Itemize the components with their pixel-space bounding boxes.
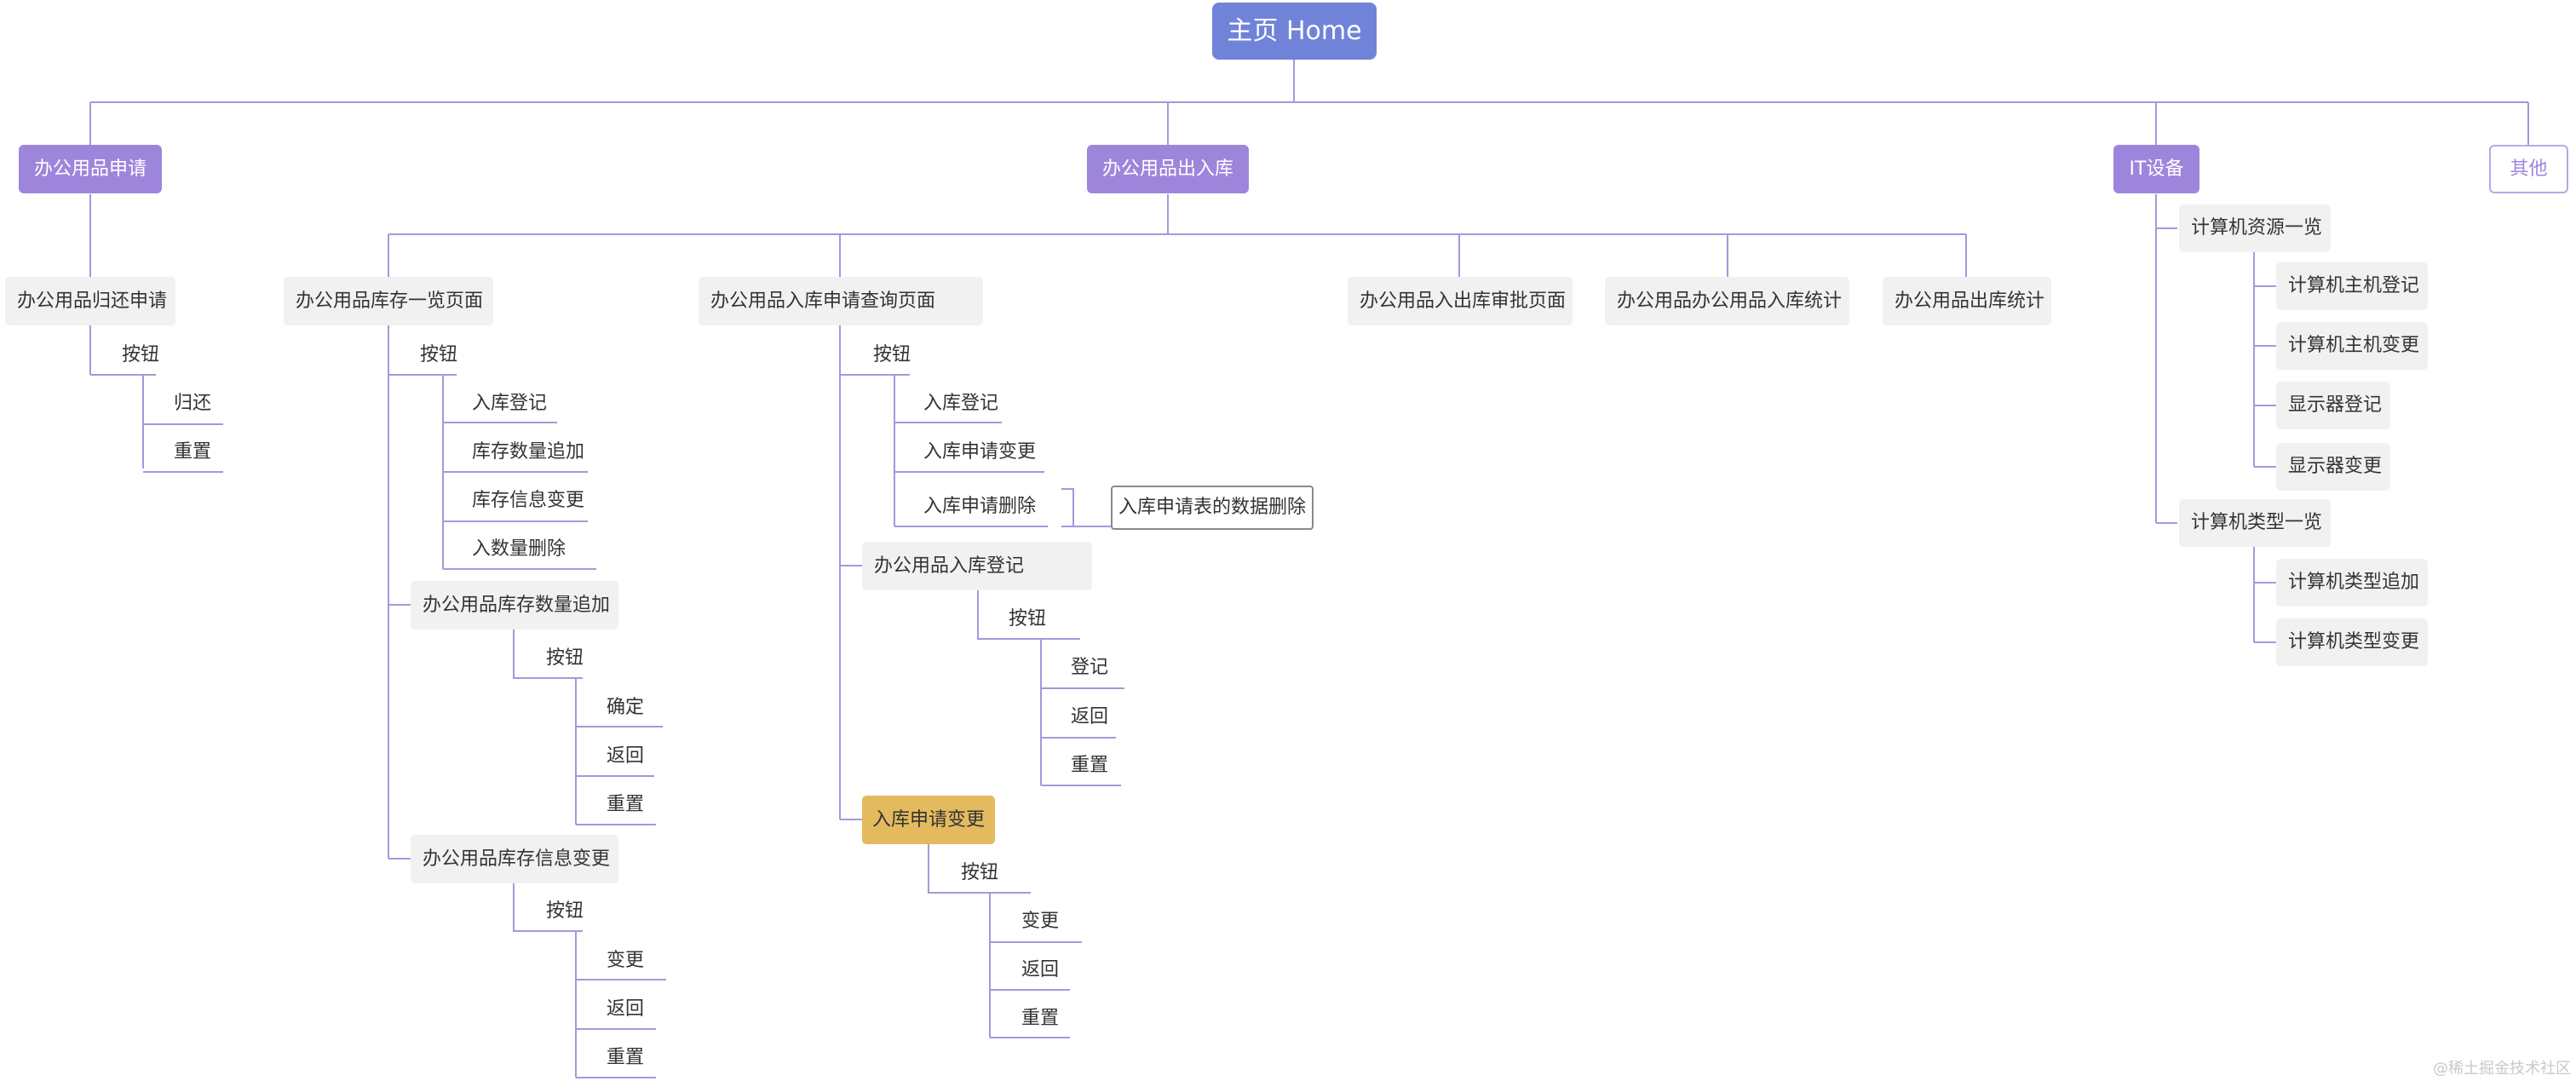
register-button-register[interactable]: 登记 bbox=[1071, 657, 1109, 678]
node-approval-page[interactable]: 办公用品入出库审批页面 bbox=[1348, 277, 1573, 325]
stock-list-button-delete[interactable]: 入数量删除 bbox=[472, 538, 566, 560]
change-button-change[interactable]: 变更 bbox=[1021, 911, 1060, 932]
stock-list-button-qty-add[interactable]: 库存数量追加 bbox=[472, 441, 585, 463]
node-computer-types[interactable]: 计算机类型一览 bbox=[2179, 499, 2331, 547]
qty-add-button-confirm[interactable]: 确定 bbox=[607, 697, 645, 718]
register-button-label: 按钮 bbox=[1009, 608, 1047, 630]
node-monitor-change[interactable]: 显示器变更 bbox=[2276, 443, 2390, 491]
info-change-button-label: 按钮 bbox=[546, 900, 584, 922]
category-office-supply-apply[interactable]: 办公用品申请 bbox=[19, 145, 162, 193]
change-button-label: 按钮 bbox=[961, 862, 999, 883]
node-type-change[interactable]: 计算机类型变更 bbox=[2276, 618, 2428, 666]
node-delete-note[interactable]: 入库申请表的数据删除 bbox=[1111, 486, 1314, 530]
node-outbound-stats[interactable]: 办公用品出库统计 bbox=[1883, 277, 2051, 325]
node-monitor-register[interactable]: 显示器登记 bbox=[2276, 382, 2390, 429]
query-button-delete[interactable]: 入库申请删除 bbox=[923, 496, 1037, 517]
query-button-label: 按钮 bbox=[873, 344, 911, 365]
change-button-reset[interactable]: 重置 bbox=[1021, 1008, 1060, 1029]
stock-list-button-label: 按钮 bbox=[420, 344, 458, 365]
apply-button-return[interactable]: 归还 bbox=[174, 393, 212, 414]
info-change-button-back[interactable]: 返回 bbox=[607, 998, 645, 1020]
node-inbound-query-page[interactable]: 办公用品入库申请查询页面 bbox=[699, 277, 983, 325]
node-stock-qty-add[interactable]: 办公用品库存数量追加 bbox=[411, 581, 618, 630]
qty-add-button-reset[interactable]: 重置 bbox=[607, 794, 645, 815]
node-inbound-stats[interactable]: 办公用品办公用品入库统计 bbox=[1605, 277, 1849, 325]
qty-add-button-back[interactable]: 返回 bbox=[607, 745, 645, 767]
stock-list-button-register[interactable]: 入库登记 bbox=[472, 393, 548, 414]
register-button-back[interactable]: 返回 bbox=[1071, 706, 1109, 727]
node-stock-info-change[interactable]: 办公用品库存信息变更 bbox=[411, 835, 618, 883]
node-type-add[interactable]: 计算机类型追加 bbox=[2276, 559, 2428, 607]
query-button-change[interactable]: 入库申请变更 bbox=[923, 441, 1037, 463]
info-change-button-reset[interactable]: 重置 bbox=[607, 1047, 645, 1068]
category-other[interactable]: 其他 bbox=[2489, 145, 2568, 193]
category-office-supply-inout[interactable]: 办公用品出入库 bbox=[1087, 145, 1249, 193]
node-inbound-register[interactable]: 办公用品入库登记 bbox=[862, 542, 1092, 590]
node-host-register[interactable]: 计算机主机登记 bbox=[2276, 262, 2428, 310]
qty-add-button-label: 按钮 bbox=[546, 647, 584, 669]
watermark: @稀土掘金技术社区 bbox=[2433, 1060, 2571, 1078]
node-return-apply[interactable]: 办公用品归还申请 bbox=[5, 277, 175, 325]
query-button-register[interactable]: 入库登记 bbox=[923, 393, 999, 414]
node-computer-resources[interactable]: 计算机资源一览 bbox=[2179, 204, 2331, 252]
register-button-reset[interactable]: 重置 bbox=[1071, 755, 1109, 776]
node-host-change[interactable]: 计算机主机变更 bbox=[2276, 322, 2428, 370]
apply-button-label: 按钮 bbox=[122, 344, 160, 365]
node-stock-list-page[interactable]: 办公用品库存一览页面 bbox=[284, 277, 493, 325]
root-node-home[interactable]: 主页 Home bbox=[1212, 3, 1377, 60]
info-change-button-change[interactable]: 变更 bbox=[607, 950, 645, 971]
change-button-back[interactable]: 返回 bbox=[1021, 959, 1060, 980]
apply-button-reset[interactable]: 重置 bbox=[174, 441, 212, 463]
stock-list-button-info-change[interactable]: 库存信息变更 bbox=[472, 490, 585, 511]
node-inbound-change-highlighted[interactable]: 入库申请变更 bbox=[862, 796, 995, 844]
category-it-equipment[interactable]: IT设备 bbox=[2113, 145, 2199, 193]
